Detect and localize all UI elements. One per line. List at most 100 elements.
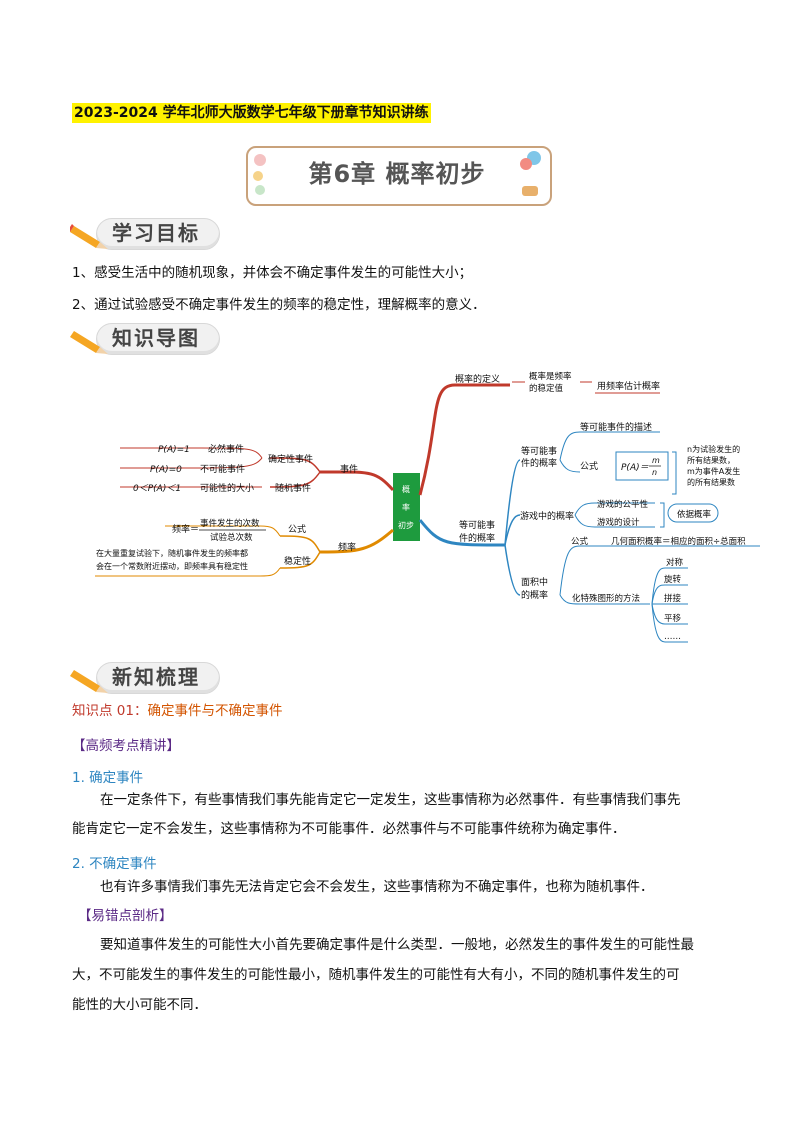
error-analysis-heading: 【易错点剖析】 [78,908,173,924]
branch-definition [418,383,510,496]
heart-icon [520,158,532,170]
section-banner-mindmap: 知识导图 [70,321,220,355]
label-stability-text-2: 会在一个常数附近摆动，即频率具有稳定性 [96,561,248,571]
section-banner-new-knowledge: 新知梳理 [70,660,220,694]
label-translation: 平移 [664,613,682,624]
label-p-zero: P(A)=0 [150,465,182,475]
note-bracket [672,451,677,495]
label-random-event: 随机事件 [275,482,311,494]
section-title-mindmap: 知识导图 [112,326,200,350]
certain-event-text-1: 在一定条件下，有些事情我们事先能肯定它一定发生，这些事情称为必然事件．有些事情我… [100,792,681,808]
high-freq-heading: 【高频考点精讲】 [72,738,180,754]
label-stability-text-1: 在大量重复试验下，随机事件发生的频率都 [96,548,248,558]
label-game-fair: 游戏的公平性 [597,499,649,510]
face-icon [255,185,265,195]
goal-item-1: 1、感受生活中的随机现象，并体会不确定事件发生的可能性大小； [72,265,473,281]
basis-box [667,503,719,523]
branch-design [574,514,655,528]
label-basis: 依据概率 [677,509,712,520]
label-note-3: m为事件A发生 [687,466,740,476]
label-area-2: 的概率 [521,589,548,601]
branch-random [269,471,321,488]
knowledge-point-prefix: 知识点 01： [72,703,148,719]
mindmap-center-char-2: 率 [402,502,410,512]
label-equally-1: 等可能事 [459,519,495,531]
mindmap-center-char-3: 初步 [398,520,414,530]
label-formula: 公式 [580,460,598,472]
section-title-new-knowledge: 新知梳理 [112,665,200,689]
branch-event [319,470,395,492]
certain-event-text-2: 能肯定它一定不会发生，这些事情称为不可能事件．必然事件与不可能事件统称为确定事件… [72,821,626,837]
label-freq-stable-2: 的稳定值 [529,383,564,394]
knowledge-point-heading: 知识点 01：确定事件与不确定事件 [72,699,282,719]
label-equally-3: 等可能事 [521,445,557,457]
chapter-title: 第6章 概率初步 [308,160,486,188]
branch-rotation [651,584,688,605]
label-p-one: P(A)=1 [158,445,190,455]
branch-symmetry [651,567,688,605]
label-area-1: 面积中 [521,576,548,588]
branch-fair [574,502,655,516]
label-transform: 化特殊图形的方法 [572,593,640,604]
branch-formula [559,459,581,473]
branch-etc [651,603,688,643]
branch-freq-formula [279,535,321,553]
error-analysis-text-2: 大，不可能发生的事件发生的可能性最小，随机事件发生的可能性有大有小，不同的随机事… [72,967,680,983]
mind-map: 概 率 初步 事件 确定性事件 随机事件 必然事件 不可能事件 可能性的大小 P… [95,371,760,643]
certain-event-heading: 1. 确定事件 [72,770,144,786]
label-p-formula-den: n [652,468,657,477]
label-note-1: n为试验发生的 [687,444,740,454]
branch-transform [559,594,650,605]
banner-background [96,323,220,355]
label-area-formula: 公式 [571,536,589,547]
label-symmetry: 对称 [666,557,684,568]
label-freq-formula: 公式 [288,523,306,535]
label-splice: 拼接 [664,593,682,604]
label-freq-stable-1: 概率是频率 [529,371,572,382]
label-certain-event: 确定性事件 [268,453,313,465]
section-title-goals: 学习目标 [112,221,200,245]
pencil-icon [70,670,108,693]
branch-translation [651,603,688,625]
label-area-formula-text: 几何面积概率＝相应的面积÷总面积 [611,536,746,547]
freq-formula-line [165,525,281,537]
goal-item-2: 2、通过试验感受不确定事件发生的频率的稳定性，理解概率的意义． [72,297,486,313]
label-note-2: 所有结果数， [687,455,735,465]
mindmap-center-char-1: 概 [402,484,410,494]
chapter-box-decoration [253,151,541,196]
label-equally-2: 件的概率 [459,532,495,544]
bear-icon [522,186,538,196]
branch-game [504,514,521,546]
label-frequency: 频率 [338,541,356,553]
knowledge-point-title: 确定事件与不确定事件 [147,703,283,719]
label-possibility-size: 可能性的大小 [200,482,254,494]
label-equally-4: 件的概率 [521,457,557,469]
branch-area-formula [559,545,760,596]
branch-certain [269,457,321,473]
label-estimate: 用频率估计概率 [597,380,660,392]
branch-frequency [319,528,394,554]
stability-line [95,567,281,577]
label-rotation: 旋转 [664,574,682,585]
label-game-prob: 游戏中的概率 [520,510,574,522]
branch-eq-prob [504,459,521,546]
branch-description [559,431,660,461]
label-p-formula-lhs: P(A)＝ [621,463,649,473]
heart-icon [254,154,266,166]
mindmap-center-node [393,473,420,541]
chapter-title-box [246,146,552,206]
label-p-formula-num: m [652,456,660,465]
pencil-icon [70,331,108,354]
label-definition: 概率的定义 [455,373,500,385]
branch-equally-likely [418,519,506,547]
label-must: 必然事件 [208,443,244,455]
banner-background [96,662,220,694]
formula-box [615,451,669,481]
pencil-icon [70,224,108,249]
branch-must [120,447,263,459]
uncertain-event-text: 也有许多事情我们事先无法肯定它会不会发生，这些事情称为不确定事件，也称为随机事件… [100,879,654,895]
label-note-4: 的所有结果数 [687,477,735,487]
error-analysis-text-3: 能性的大小可能不同． [72,997,207,1013]
label-p-range: 0＜P(A)＜1 [133,484,181,494]
label-etc: …… [664,632,681,642]
